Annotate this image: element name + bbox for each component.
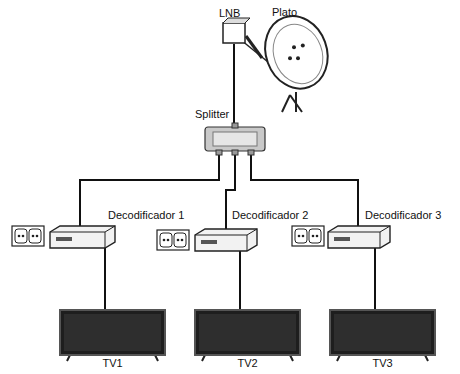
lnb-box: LNB: [222, 22, 246, 44]
cable: [239, 251, 241, 310]
tv-drawing: [195, 310, 300, 355]
tv-screen: TV1: [60, 310, 165, 355]
node-label: Decodificador 1: [108, 209, 184, 222]
wall-outlet: [157, 230, 189, 250]
wall-outlet: [12, 226, 44, 246]
decoder-box: Decodificador 3: [328, 226, 390, 248]
dish-drawing: [250, 12, 330, 96]
cable: [233, 44, 235, 125]
decoder-box: Decodificador 2: [195, 229, 257, 251]
tv-drawing: [330, 310, 435, 355]
lnb-drawing: [222, 22, 246, 44]
cable: [80, 153, 219, 226]
dish-stand: [282, 92, 302, 112]
node-label: TV3: [372, 357, 392, 370]
node-label: Decodificador 3: [365, 209, 441, 222]
node-label: Splitter: [195, 108, 229, 121]
cable: [104, 248, 106, 310]
tv-drawing: [60, 310, 165, 355]
splitter-box: Splitter: [205, 125, 265, 153]
satellite-dish: Plato: [250, 12, 330, 96]
tv-screen: TV3: [330, 310, 435, 355]
cable: [374, 248, 376, 310]
tv-screen: TV2: [195, 310, 300, 355]
decoder-drawing: [328, 226, 390, 248]
splitter-drawing: [205, 125, 265, 153]
node-label: TV2: [237, 357, 257, 370]
wall-outlet: [292, 226, 324, 246]
node-label: LNB: [219, 7, 240, 20]
decoder-drawing: [195, 229, 257, 251]
node-label: TV1: [102, 357, 122, 370]
node-label: Plato: [272, 6, 297, 19]
decoder-drawing: [50, 226, 115, 248]
decoder-box: Decodificador 1: [50, 226, 115, 248]
node-label: Decodificador 2: [232, 209, 308, 222]
